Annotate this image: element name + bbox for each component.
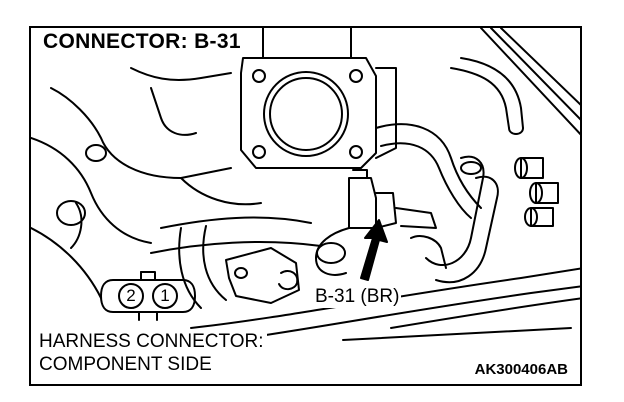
fittings bbox=[480, 28, 580, 227]
hoses bbox=[150, 57, 524, 309]
sensor-body bbox=[225, 247, 300, 304]
engine-illustration bbox=[31, 28, 580, 347]
connector-title: CONNECTOR: B-31 bbox=[41, 30, 245, 55]
diagram-frame: CONNECTOR: B-31 2 1 B-31 (BR) HARNESS CO… bbox=[29, 26, 582, 386]
pin-label: 1 bbox=[160, 286, 170, 305]
engine-block bbox=[31, 67, 262, 299]
harness-connector-label: HARNESS CONNECTOR: bbox=[39, 331, 267, 353]
figure-code: AK300406AB bbox=[472, 361, 570, 378]
pointer-arrow bbox=[360, 219, 388, 281]
throttle-body bbox=[240, 28, 397, 169]
component-side-label: COMPONENT SIDE bbox=[39, 354, 215, 376]
leader-line bbox=[342, 327, 572, 341]
connector-callout-label: B-31 (BR) bbox=[313, 286, 402, 308]
harness-connector-icon bbox=[100, 271, 196, 321]
b31-component bbox=[315, 169, 437, 276]
pin-label: 2 bbox=[126, 286, 136, 305]
